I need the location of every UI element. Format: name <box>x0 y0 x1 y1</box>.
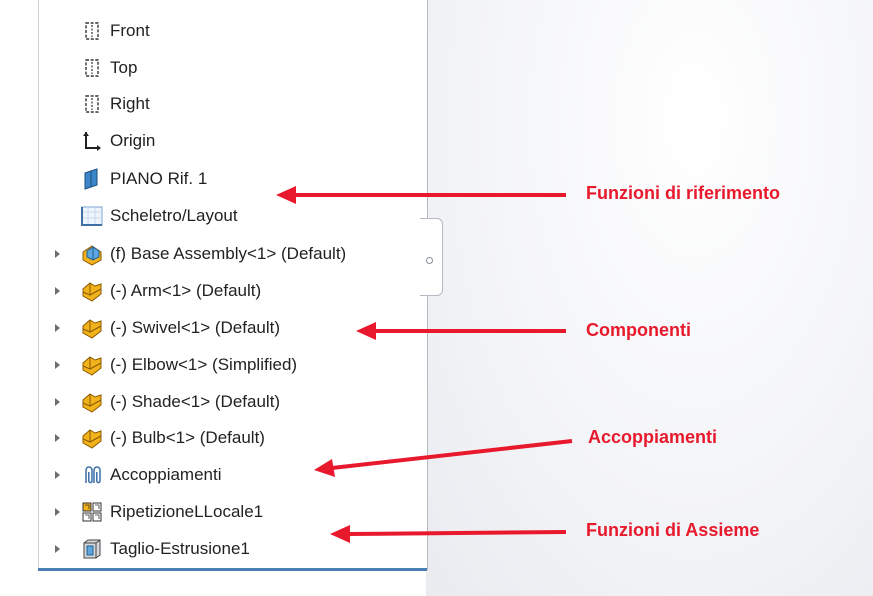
chevron-right-icon <box>55 287 60 295</box>
plane-icon <box>80 56 104 80</box>
tree-item-extrude-cut[interactable]: Taglio-Estrusione1 <box>50 532 250 566</box>
tree-item-label: Right <box>110 94 150 113</box>
splitter-grip-icon <box>426 257 433 264</box>
expand-toggle[interactable] <box>50 385 80 419</box>
origin-icon <box>80 129 104 153</box>
chevron-right-icon <box>55 508 60 516</box>
tree-item-origin[interactable]: Origin <box>50 124 155 158</box>
tree-item-label: RipetizioneLLocale1 <box>110 502 264 521</box>
part-icon <box>80 390 104 414</box>
tree-item-bulb[interactable]: (-) Bulb<1> (Default) <box>50 421 265 455</box>
reference-plane-icon <box>80 167 104 191</box>
tree-item-label: (f) Base Assembly<1> (Default) <box>110 244 347 263</box>
plane-icon <box>80 19 104 43</box>
tree-item-elbow[interactable]: (-) Elbow<1> (Simplified) <box>50 348 297 382</box>
graphics-area-background <box>426 0 873 596</box>
expand-toggle[interactable] <box>50 311 80 345</box>
callout-reference-features: Funzioni di riferimento <box>586 183 780 203</box>
tree-item-label: Taglio-Estrusione1 <box>110 539 250 558</box>
feature-manager-tree <box>38 0 428 570</box>
tree-item-local-pattern[interactable]: RipetizioneLLocale1 <box>50 495 263 529</box>
panel-bottom-border <box>38 568 427 571</box>
tree-item-label: Accoppiamenti <box>110 465 222 484</box>
callout-components: Componenti <box>586 320 691 340</box>
chevron-right-icon <box>55 361 60 369</box>
layout-sketch-icon <box>80 204 104 228</box>
tree-item-label: PIANO Rif. 1 <box>110 169 208 188</box>
tree-item-swivel[interactable]: (-) Swivel<1> (Default) <box>50 311 280 345</box>
panel-splitter-handle[interactable] <box>420 218 443 296</box>
expand-toggle[interactable] <box>50 348 80 382</box>
callout-assembly-features: Funzioni di Assieme <box>586 520 760 540</box>
tree-item-right-plane[interactable]: Right <box>50 87 150 121</box>
part-icon <box>80 353 104 377</box>
expand-toggle[interactable] <box>50 458 80 492</box>
tree-item-label: (-) Bulb<1> (Default) <box>110 428 265 447</box>
tree-item-label: Front <box>110 21 150 40</box>
part-icon <box>80 426 104 450</box>
tree-item-arm[interactable]: (-) Arm<1> (Default) <box>50 274 261 308</box>
subassembly-icon <box>80 242 104 266</box>
tree-item-layout[interactable]: Scheletro/Layout <box>50 199 238 233</box>
expand-toggle[interactable] <box>50 274 80 308</box>
plane-icon <box>80 92 104 116</box>
chevron-right-icon <box>55 398 60 406</box>
tree-item-top-plane[interactable]: Top <box>50 51 137 85</box>
tree-item-base-assembly[interactable]: (f) Base Assembly<1> (Default) <box>50 237 346 271</box>
chevron-right-icon <box>55 434 60 442</box>
chevron-right-icon <box>55 250 60 258</box>
expand-toggle[interactable] <box>50 532 80 566</box>
chevron-right-icon <box>55 324 60 332</box>
mates-icon <box>80 463 104 487</box>
tree-item-label: Origin <box>110 131 156 150</box>
tree-item-mates[interactable]: Accoppiamenti <box>50 458 222 492</box>
chevron-right-icon <box>55 545 60 553</box>
tree-item-label: (-) Elbow<1> (Simplified) <box>110 355 298 374</box>
pattern-icon <box>80 500 104 524</box>
tree-item-front-plane[interactable]: Front <box>50 14 150 48</box>
part-icon <box>80 279 104 303</box>
chevron-right-icon <box>55 471 60 479</box>
tree-item-label: (-) Arm<1> (Default) <box>110 281 262 300</box>
tree-item-shade[interactable]: (-) Shade<1> (Default) <box>50 385 280 419</box>
tree-item-reference-plane[interactable]: PIANO Rif. 1 <box>50 162 207 196</box>
callout-mates: Accoppiamenti <box>588 427 718 447</box>
tree-item-label: (-) Swivel<1> (Default) <box>110 318 281 337</box>
extrude-cut-icon <box>80 537 104 561</box>
part-icon <box>80 316 104 340</box>
expand-toggle[interactable] <box>50 495 80 529</box>
expand-toggle[interactable] <box>50 421 80 455</box>
tree-item-label: Scheletro/Layout <box>110 206 238 225</box>
tree-item-label: Top <box>110 58 138 77</box>
expand-toggle[interactable] <box>50 237 80 271</box>
tree-item-label: (-) Shade<1> (Default) <box>110 392 281 411</box>
